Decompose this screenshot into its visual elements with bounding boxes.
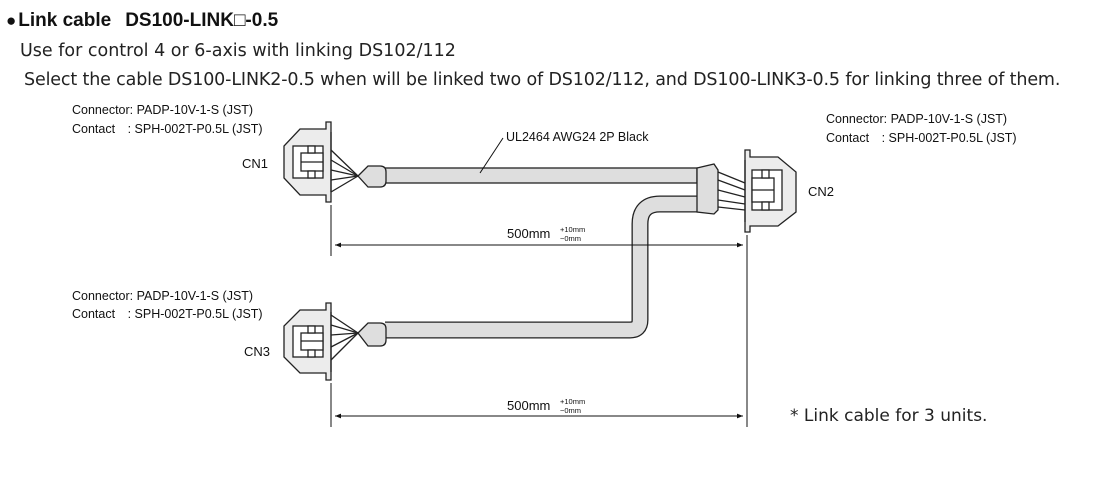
dimension-lower [330,256,748,427]
connector-cn3 [283,302,387,381]
cable-upper [384,167,698,184]
dimension-upper-tol-minus: −0mm [560,234,581,243]
cable-spec-leader [479,137,504,174]
cn1-contact-label: Contact : SPH-002T-P0.5L (JST) [72,122,263,136]
title-name: Link cable [18,10,112,31]
connector-cn2 [696,149,797,233]
connector-cn1 [283,121,387,203]
page-title: ●Link cable DS100-LINK□-0.5 [6,10,278,32]
dimension-lower-tol-minus: −0mm [560,406,581,415]
dimension-upper-tol-plus: +10mm [560,225,585,234]
cn3-connector-label: Connector: PADP-10V-1-S (JST) [72,289,253,303]
cn2-contact-label: Contact : SPH-002T-P0.5L (JST) [826,131,1017,145]
description-line-1: Use for control 4 or 6-axis with linking… [20,41,456,61]
description-line-2: Select the cable DS100-LINK2-0.5 when wi… [24,70,1061,90]
cable-branch [385,195,697,339]
cn1-name: CN1 [242,156,268,171]
footnote: * Link cable for 3 units. [790,406,987,426]
dimension-lower-tol-plus: +10mm [560,397,585,406]
title-model: DS100-LINK□-0.5 [125,10,279,31]
cable-spec-label: UL2464 AWG24 2P Black [506,130,649,144]
cn1-connector-label: Connector: PADP-10V-1-S (JST) [72,103,253,117]
cn2-connector-label: Connector: PADP-10V-1-S (JST) [826,112,1007,126]
cn3-name: CN3 [244,344,270,359]
bullet-icon: ● [6,11,17,30]
dimension-upper-length: 500mm [507,226,550,241]
cn2-name: CN2 [808,184,834,199]
dimension-upper [330,205,748,256]
dimension-lower-length: 500mm [507,398,550,413]
cn3-contact-label: Contact : SPH-002T-P0.5L (JST) [72,307,263,321]
